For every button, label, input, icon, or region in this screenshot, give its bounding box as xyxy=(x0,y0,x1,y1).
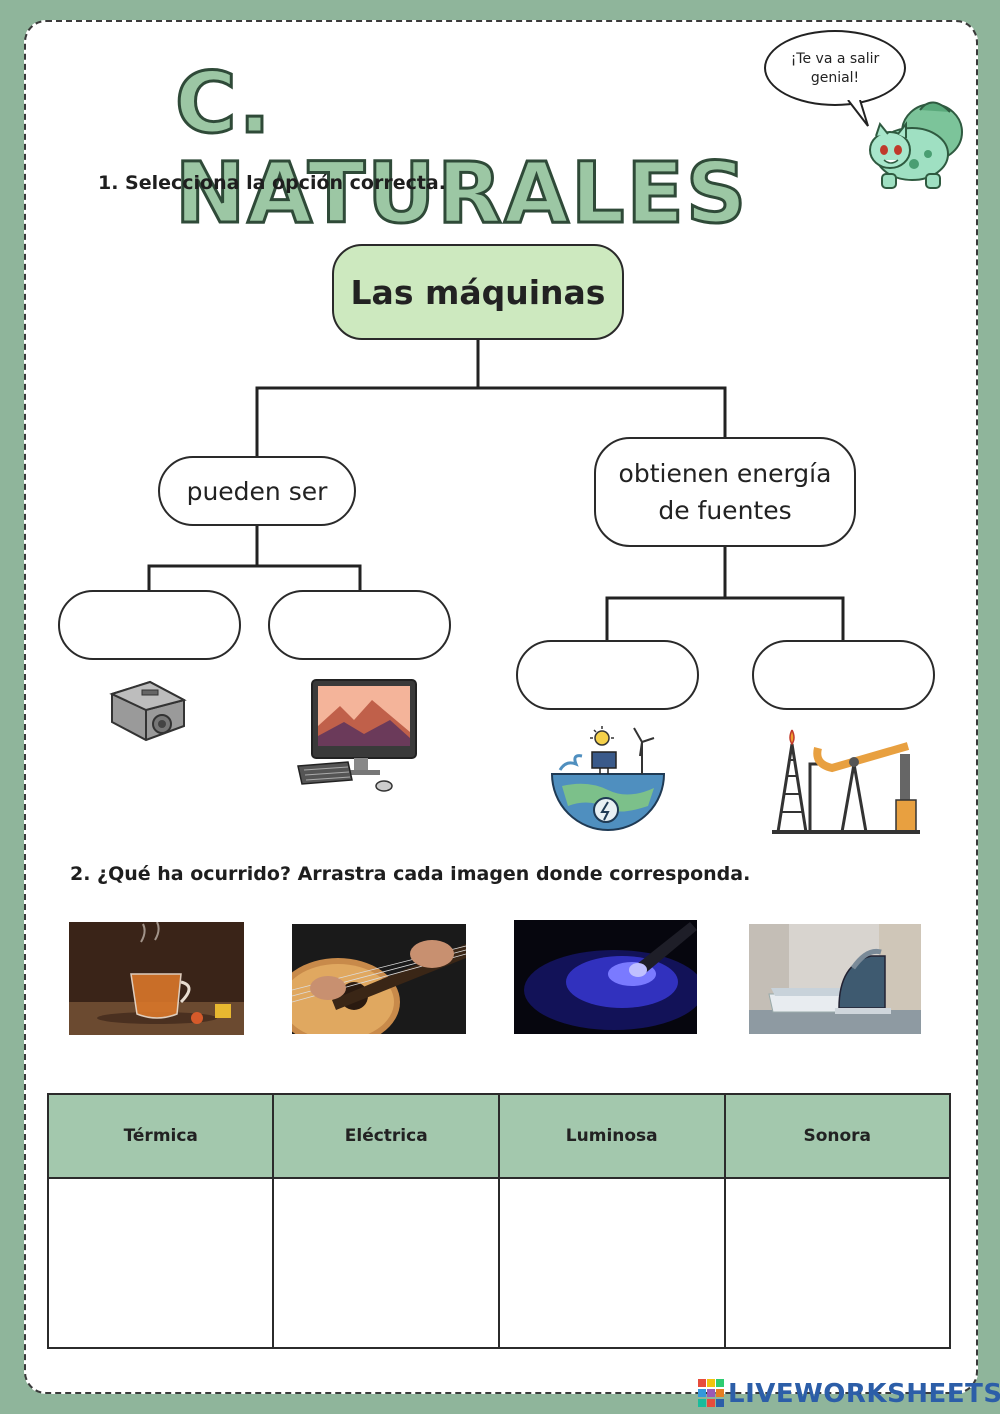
brand-text: LIVEWORKSHEETS xyxy=(728,1379,1000,1409)
concept-node-energia: obtienen energía de fuentes xyxy=(594,437,856,547)
brand-blocks-icon xyxy=(698,1379,724,1407)
concept-map-connectors xyxy=(147,340,845,640)
answer-dropdown-3[interactable] xyxy=(516,640,699,710)
question-2-label: 2. ¿Qué ha ocurrido? Arrastra cada image… xyxy=(70,863,751,885)
concept-root: Las máquinas xyxy=(332,244,624,340)
concept-node-energia-line2: de fuentes xyxy=(658,496,792,525)
answer-dropdown-2[interactable] xyxy=(268,590,451,660)
drop-zone-electrica[interactable] xyxy=(272,1177,500,1349)
drop-zone-luminosa[interactable] xyxy=(497,1177,726,1349)
computer-icon xyxy=(297,679,417,792)
speech-text-line1: ¡Te va a salir xyxy=(790,51,880,67)
brand-logo: LIVEWORKSHEETS xyxy=(698,1376,1000,1412)
concept-node-energia-line1: obtienen energía xyxy=(618,459,832,488)
category-table: Térmica Eléctrica Luminosa Sonora xyxy=(46,1093,951,1349)
header-termica: Térmica xyxy=(46,1093,275,1179)
speech-tail xyxy=(847,100,869,127)
header-sonora: Sonora xyxy=(723,1093,951,1179)
drop-zone-termica[interactable] xyxy=(46,1177,275,1349)
header-electrica: Eléctrica xyxy=(272,1093,500,1179)
drop-zone-sonora[interactable] xyxy=(723,1177,951,1349)
oil-pump-icon xyxy=(772,729,920,834)
question-1-label: 1. Selecciona la opción correcta. xyxy=(98,172,446,194)
speech-bubble: ¡Te va a salir genial! xyxy=(764,30,906,106)
speech-text-line2: genial! xyxy=(810,70,860,86)
answer-dropdown-4[interactable] xyxy=(752,640,935,710)
answer-dropdown-1[interactable] xyxy=(58,590,241,660)
mascot-icon xyxy=(869,101,963,189)
flashlight-photo[interactable] xyxy=(514,920,697,1034)
guitar-photo[interactable] xyxy=(292,924,466,1034)
iron-photo[interactable] xyxy=(749,924,921,1034)
page-title: C. NATURALES xyxy=(174,54,749,242)
header-luminosa: Luminosa xyxy=(497,1093,726,1179)
sharpener-icon xyxy=(109,680,187,742)
hot-tea-photo[interactable] xyxy=(69,922,244,1035)
concept-node-pueden-ser: pueden ser xyxy=(158,456,356,526)
renewable-energy-icon xyxy=(550,726,666,831)
